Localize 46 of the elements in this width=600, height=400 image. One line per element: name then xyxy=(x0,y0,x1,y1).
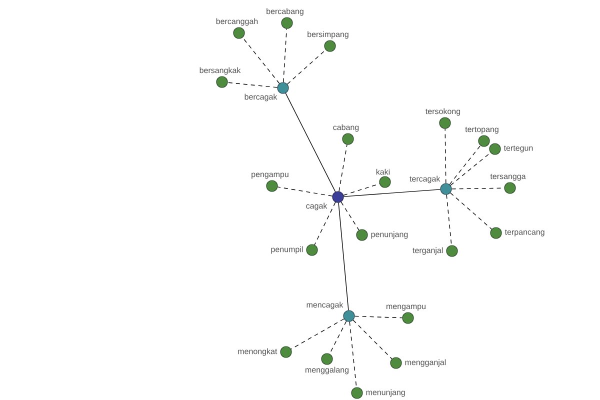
connector-line xyxy=(290,318,344,350)
connector-line xyxy=(329,320,347,354)
word-label: mengganjal xyxy=(405,359,446,367)
connector-line xyxy=(314,202,336,246)
connector-line xyxy=(446,194,452,246)
connector-line xyxy=(338,144,348,192)
connector-line xyxy=(277,186,333,196)
word-label: terganjal xyxy=(412,247,443,255)
word-label: menunjang xyxy=(366,389,405,397)
word-label: mengampu xyxy=(386,304,426,311)
word-label: bersimpang xyxy=(308,31,348,39)
word-label: penunjang xyxy=(371,231,408,239)
word-label: terpancang xyxy=(504,230,544,236)
connector-line xyxy=(285,92,336,192)
word-label: tersokong xyxy=(426,108,460,116)
connector-line xyxy=(343,183,380,196)
word-label: tersangga xyxy=(490,174,526,181)
connector-line xyxy=(450,152,491,186)
word-label: cagak xyxy=(306,202,328,210)
word-label: pengampu xyxy=(252,172,288,179)
word-label: penumpil xyxy=(271,246,303,254)
connector-line xyxy=(343,189,441,197)
connector-line xyxy=(450,192,492,230)
word-label: menggalang xyxy=(306,366,348,374)
word-label: menongkat xyxy=(238,348,278,356)
connector-line xyxy=(352,320,392,360)
connector-line xyxy=(338,202,349,311)
connector-line xyxy=(349,321,357,388)
connector-line xyxy=(242,37,280,84)
connector-line xyxy=(444,128,446,184)
word-label: tercagak xyxy=(410,176,440,184)
word-label: tertegun xyxy=(504,146,533,152)
word-label: tertopang xyxy=(465,126,498,134)
word-label: cabang xyxy=(333,124,359,132)
word-label: bercagak xyxy=(244,94,278,102)
connector-line xyxy=(449,145,481,185)
word-label: bersangkak xyxy=(200,67,241,75)
connector-line xyxy=(340,202,360,230)
word-label: bercabang xyxy=(266,8,304,16)
word-label: kaki xyxy=(376,168,390,175)
connector-line xyxy=(286,50,326,84)
connector-line xyxy=(227,82,278,88)
connector-line xyxy=(283,28,287,83)
word-label: mencagak xyxy=(306,302,344,310)
connector-line xyxy=(354,316,403,318)
word-label: bercanggah xyxy=(216,18,258,26)
